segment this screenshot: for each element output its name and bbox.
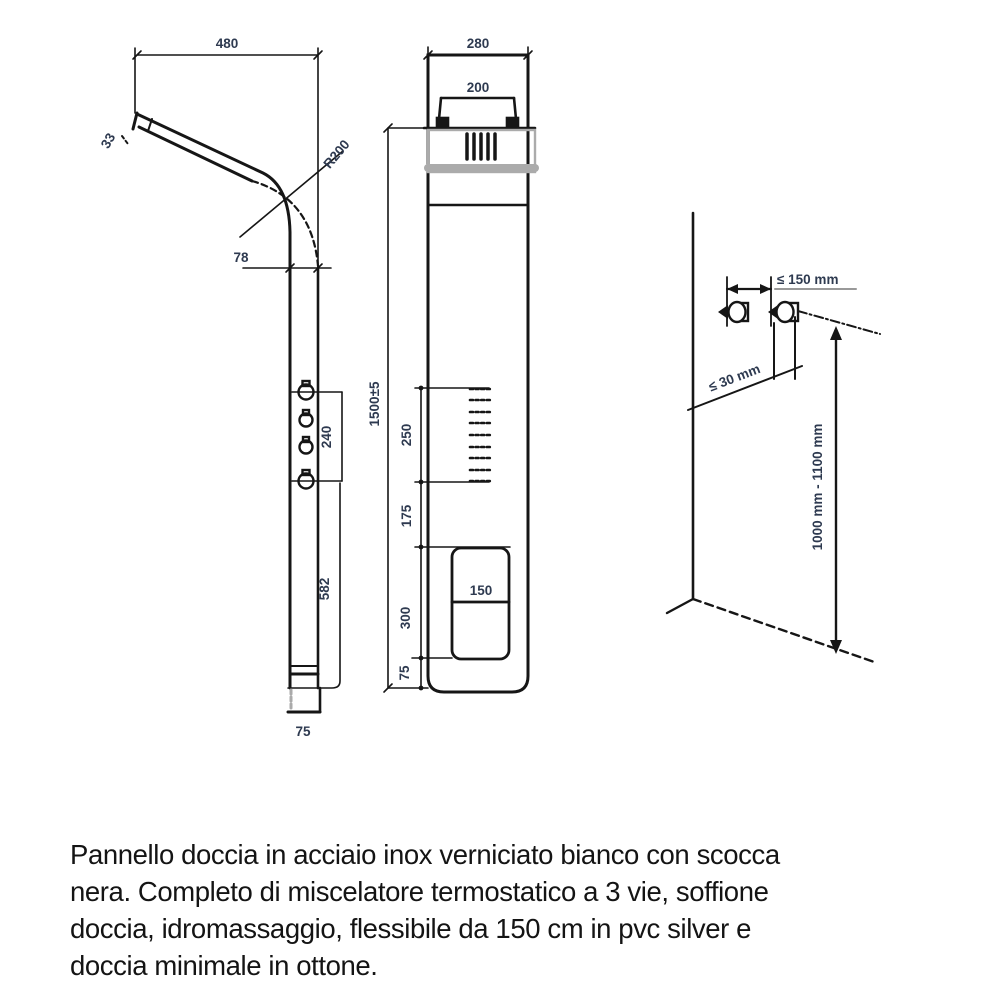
product-description: Pannello doccia in acciaio inox vernicia… xyxy=(70,836,930,984)
dim-200-label: 200 xyxy=(467,80,490,95)
shower-head xyxy=(435,96,520,128)
dim-78-lines xyxy=(242,263,332,273)
dim-78-label: 78 xyxy=(233,250,249,265)
side-view: 480 33 R200 78 240 582 75 xyxy=(98,36,353,739)
dim-75-front-label: 75 xyxy=(397,665,412,681)
dim-582-label: 582 xyxy=(317,578,332,601)
shower-panel-drawing: 480 33 R200 78 240 582 75 xyxy=(98,36,881,739)
dim-150mm-lines xyxy=(725,276,857,327)
dim-250-label: 250 xyxy=(399,424,414,447)
dim-175-label: 175 xyxy=(399,504,414,527)
water-connections xyxy=(718,300,800,324)
dim-75-side-label: 75 xyxy=(295,724,311,739)
description-line: doccia minimale in ottone. xyxy=(70,950,378,981)
panel-profile xyxy=(131,111,320,690)
panel-outline xyxy=(426,53,530,694)
mixer-plate xyxy=(450,546,511,661)
dim-1500-label: 1500±5 xyxy=(367,381,382,426)
radius-leader-line xyxy=(239,150,344,238)
tip-dim-tick xyxy=(121,135,129,145)
height-leader-line xyxy=(797,310,881,335)
hidden-curve xyxy=(250,179,320,268)
wall-and-floor xyxy=(665,211,879,665)
control-knobs xyxy=(291,379,343,490)
hydromassage-jets xyxy=(468,387,492,483)
dim-280-label: 280 xyxy=(467,36,490,51)
front-view: 280 200 1500±5 250 175 150 300 75 xyxy=(367,36,539,694)
dim-33-label: 33 xyxy=(98,130,119,151)
dim-height-label: 1000 mm - 1100 mm xyxy=(810,424,825,551)
dim-300-label: 300 xyxy=(398,607,413,630)
installation-diagram: ≤ 150 mm ≤ 30 mm 1000 mm - 1100 mm xyxy=(665,211,881,665)
dim-30mm-lines xyxy=(687,316,803,411)
dim-height-arrow xyxy=(830,326,842,654)
base-foot xyxy=(286,665,322,714)
description-line: Pannello doccia in acciaio inox vernicia… xyxy=(70,839,780,870)
grille-band xyxy=(424,128,539,174)
dim-480-lines xyxy=(132,47,323,269)
description-line: doccia, idromassaggio, flessibile da 150… xyxy=(70,913,752,944)
grille-bars xyxy=(465,132,497,161)
dim-480-label: 480 xyxy=(216,36,239,51)
dim-280-ticks xyxy=(423,46,533,64)
description-line: nera. Completo di miscelatore termostati… xyxy=(70,876,769,907)
dim-150mm-label: ≤ 150 mm xyxy=(777,272,838,287)
dim-r200-label: R200 xyxy=(320,137,352,171)
dim-582-line xyxy=(287,482,341,689)
dim-30mm-label: ≤ 30 mm xyxy=(707,361,763,394)
dim-150-label: 150 xyxy=(470,583,493,598)
dim-240-label: 240 xyxy=(319,426,334,449)
